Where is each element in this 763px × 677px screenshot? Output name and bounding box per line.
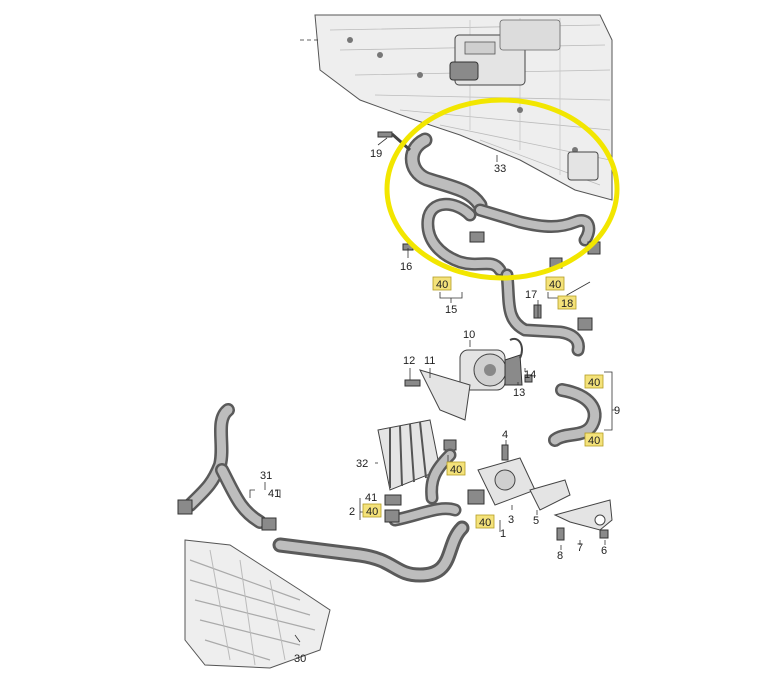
- lower-hoses: [177, 403, 470, 583]
- callout-40e: 40: [450, 464, 462, 476]
- drive-unit: [184, 539, 331, 669]
- callout-11: 11: [424, 355, 435, 367]
- callout-5: 5: [533, 515, 539, 527]
- callout-30: 30: [294, 653, 306, 665]
- callout-7: 7: [577, 542, 583, 554]
- upper-coolant-hoses: [404, 132, 601, 357]
- callout-40f: 40: [366, 506, 378, 518]
- callout-41b: 41: [365, 492, 377, 504]
- callout-12: 12: [403, 355, 415, 367]
- coolant-pump-assembly: [404, 337, 533, 421]
- callout-3: 3: [508, 514, 514, 526]
- callouts: 19 33 16 40 15 40 17 18 10 12 11 14 13 4…: [260, 148, 620, 665]
- valve-and-brackets: [467, 444, 613, 541]
- callout-18: 18: [561, 298, 573, 310]
- callout-6: 6: [601, 545, 607, 557]
- callout-16: 16: [400, 261, 412, 273]
- hose-9: [548, 383, 602, 447]
- leader-lines: [249, 137, 616, 643]
- highlight-ring: [384, 97, 620, 281]
- callout-33: 33: [494, 163, 506, 175]
- callout-8: 8: [557, 550, 563, 562]
- callout-40b: 40: [549, 279, 561, 291]
- callout-13: 13: [513, 387, 525, 399]
- callout-1: 1: [500, 528, 506, 540]
- callout-17: 17: [525, 289, 537, 301]
- callout-31: 31: [260, 470, 272, 482]
- callout-15: 15: [445, 304, 457, 316]
- callout-9: 9: [614, 405, 620, 417]
- callout-14: 14: [524, 369, 536, 381]
- callout-32: 32: [356, 458, 368, 470]
- callout-40d: 40: [588, 435, 600, 447]
- callout-41a: 41: [268, 488, 280, 500]
- callout-40g: 40: [479, 517, 491, 529]
- callout-40a: 40: [436, 279, 448, 291]
- callout-40c: 40: [588, 377, 600, 389]
- callout-19: 19: [370, 148, 382, 160]
- heater-element: [377, 419, 457, 491]
- callout-2: 2: [349, 506, 355, 518]
- callout-4: 4: [502, 429, 508, 441]
- callout-10: 10: [463, 329, 475, 341]
